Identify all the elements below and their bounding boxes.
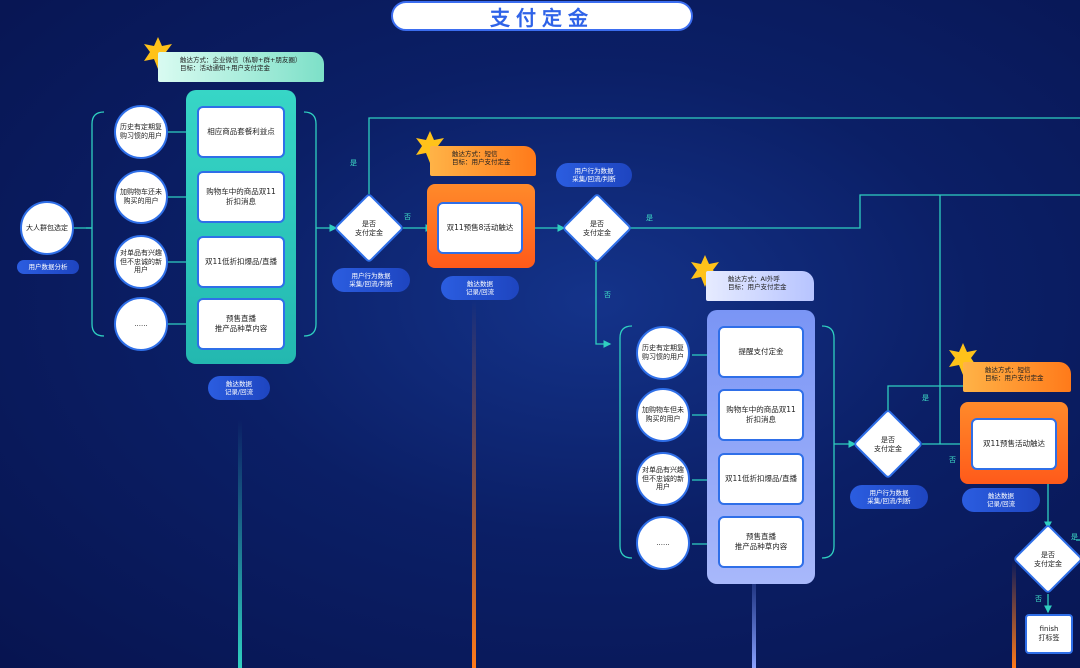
decision3-no-label: 否	[949, 456, 956, 464]
star-icon	[949, 343, 977, 375]
segment-circle: ......	[636, 516, 690, 570]
segment-circle: 对单品有兴趣 但不忠诚的新 用户	[114, 235, 168, 289]
decision4-yes-label: 是	[1071, 533, 1078, 541]
decision4-no-label: 否	[1035, 595, 1042, 603]
decision3-data-badge: 用户行为数据 采集/回流/判断	[850, 485, 928, 509]
stage1-data-badge: 触达数据 记录/回流	[208, 376, 270, 400]
stage4-goal-line: 目标：用户支付定金	[985, 374, 1044, 383]
decision3-yes-label: 是	[922, 394, 929, 402]
action-box: 购物车中的商品双11 折扣消息	[197, 171, 285, 223]
stage4-channel-line: 触达方式：短信	[985, 366, 1031, 374]
action-box: 双11低折扣爆品/直播	[718, 453, 804, 505]
stage2-channel-line: 触达方式：短信	[452, 150, 498, 158]
star-icon	[691, 255, 719, 287]
stage2-goal-line: 目标：用户支付定金	[452, 158, 511, 167]
decision2-no-label: 否	[604, 291, 611, 299]
stage4-action-box: 双11预售活动触达	[971, 418, 1057, 470]
page-title: 支付定金	[391, 1, 693, 31]
decision2-label: 是否 支付定金	[583, 220, 611, 238]
segment-circle: 历史有定期复 购习惯的用户	[636, 326, 690, 380]
stage1-channel-line: 触达方式：企业微信（私聊+群+朋友圈）	[180, 56, 302, 64]
decision1-no-label: 否	[404, 213, 411, 221]
action-box: 预售直播 推产品种草内容	[197, 298, 285, 350]
user-data-analysis-badge: 用户数据分析	[17, 260, 79, 274]
action-box: 相应商品套餐利益点	[197, 106, 285, 158]
stage4-channel-tag: 触达方式：短信 目标：用户支付定金	[963, 362, 1071, 392]
action-box: 购物车中的商品双11 折扣消息	[718, 389, 804, 441]
segment-circle: 加购物车还未 购买的用户	[114, 170, 168, 224]
decision1-yes-label: 是	[350, 159, 357, 167]
decision3-label: 是否 支付定金	[874, 436, 902, 454]
decision2-yes-label: 是	[646, 214, 653, 222]
segment-circle: 加购物车但未 购买的用户	[636, 388, 690, 442]
segment-circle: 对单品有兴趣 但不忠诚的新 用户	[636, 452, 690, 506]
stage3-goal-line: 目标：用户支付定金	[728, 283, 787, 292]
decision4-label: 是否 支付定金	[1034, 551, 1062, 569]
finish-node: finish 打标签	[1025, 614, 1073, 654]
segment-circle: 历史有定期复 购习惯的用户	[114, 105, 168, 159]
stage1-channel-tag: 触达方式：企业微信（私聊+群+朋友圈） 目标：活动通知+用户支付定金	[158, 52, 324, 82]
decision1-label: 是否 支付定金	[355, 220, 383, 238]
action-box: 提醒支付定金	[718, 326, 804, 378]
stage2-data-badge: 触达数据 记录/回流	[441, 276, 519, 300]
stage3-channel-line: 触达方式：AI外呼	[728, 275, 780, 283]
action-box: 双11低折扣爆品/直播	[197, 236, 285, 288]
stage2-channel-tag: 触达方式：短信 目标：用户支付定金	[430, 146, 536, 176]
segment-circle: ......	[114, 297, 168, 351]
action-box: 预售直播 推产品种草内容	[718, 516, 804, 568]
start-node: 大人群包选定	[20, 201, 74, 255]
stage2-action-box: 双11预售8活动触达	[437, 202, 523, 254]
stage4-data-badge: 触达数据 记录/回流	[962, 488, 1040, 512]
decision1-data-badge: 用户行为数据 采集/回流/判断	[332, 268, 410, 292]
stage1-goal-line: 目标：活动通知+用户支付定金	[180, 64, 270, 73]
decision2-data-badge: 用户行为数据 采集/回流/判断	[556, 163, 632, 187]
stage3-channel-tag: 触达方式：AI外呼 目标：用户支付定金	[706, 271, 814, 301]
